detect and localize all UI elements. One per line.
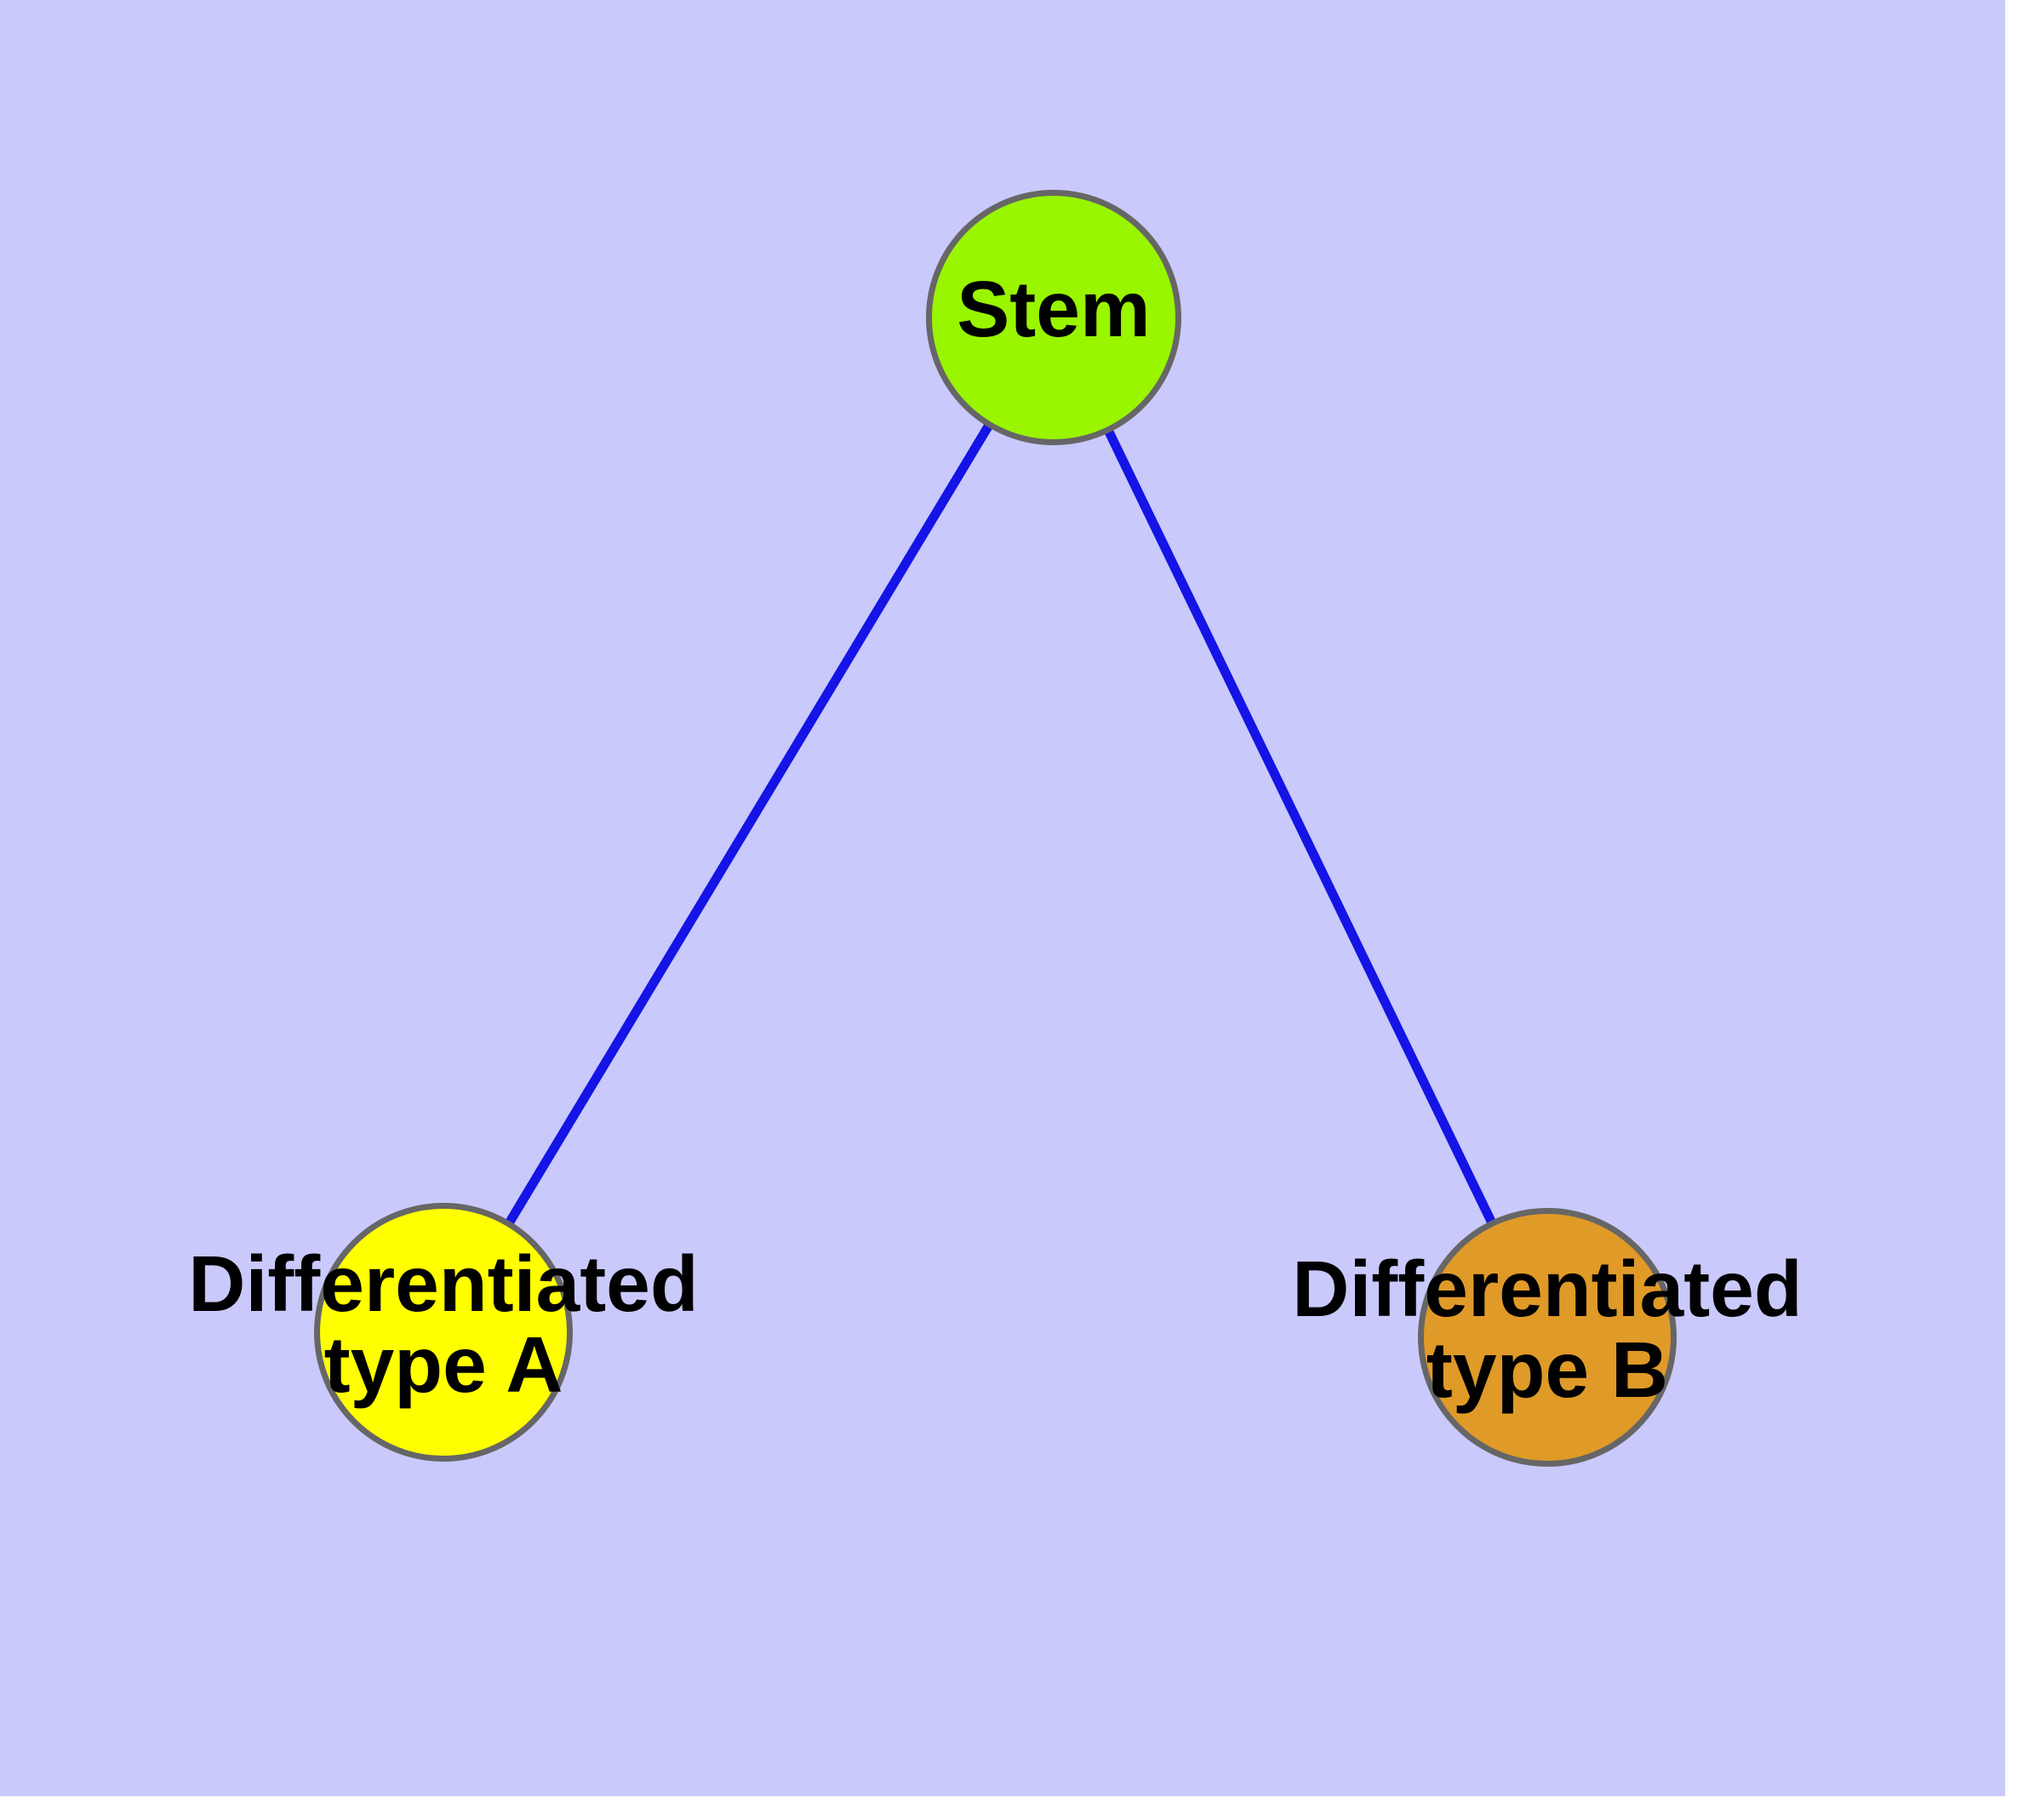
node-layer [314,190,1677,1467]
node-stem[interactable] [926,190,1181,445]
node-diff_a[interactable] [314,1203,573,1462]
node-diff_b[interactable] [1418,1208,1677,1467]
edge-layer [504,421,1497,1228]
edge-stem-diff-b[interactable] [1103,427,1497,1227]
edge-stem-diff-a[interactable] [504,421,994,1228]
